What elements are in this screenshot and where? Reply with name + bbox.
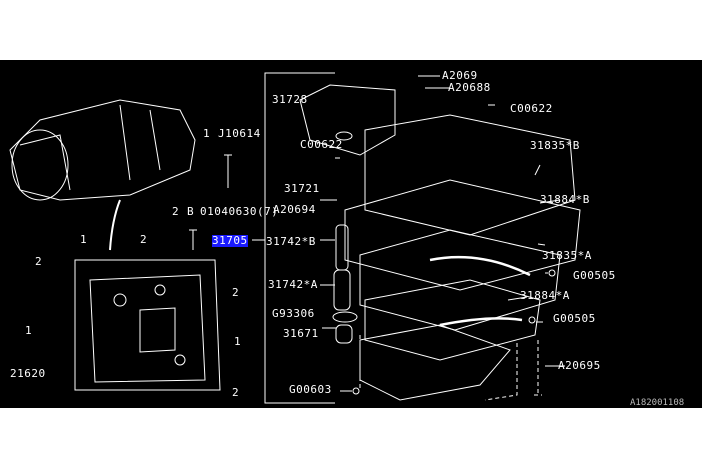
part-label-31835a[interactable]: 31835*A [542,249,592,262]
part-label-01040630[interactable]: 01040630(7) [200,205,279,218]
part-label-21620[interactable]: 21620 [10,367,46,380]
part-label-31742b[interactable]: 31742*B [266,235,316,248]
callout-circle-2e: 2 [232,386,240,399]
part-label-31884a[interactable]: 31884*A [520,289,570,302]
transmission-illustration [9,99,196,201]
part-label-j10614[interactable]: J10614 [218,127,261,140]
parts-diagram: 1 J10614 2 B 01040630(7) 31705 21620 317… [0,60,702,408]
part-label-c00622[interactable]: C00622 [510,102,553,115]
part-label-c00622-2[interactable]: C00622 [300,138,343,151]
spring-31742b [335,224,349,271]
figure-code: A182001108 [630,398,685,408]
callout-circle-1c: 1 [25,324,33,337]
valve-body-outline [74,259,221,391]
bolt-b-prefix: B [187,205,195,218]
part-label-31671[interactable]: 31671 [283,327,319,340]
callout-circle-2: 2 [172,205,180,218]
callout-circle-2b: 2 [140,233,148,246]
part-label-31705-selected[interactable]: 31705 [212,234,248,247]
callout-circle-1: 1 [203,127,211,140]
callout-circle-1d: 1 [234,335,242,348]
diagram-drawing [9,72,581,404]
part-label-a20695[interactable]: A20695 [558,359,601,372]
callout-circle-1b: 1 [80,233,88,246]
pointer-line [109,199,121,251]
part-label-31884b[interactable]: 31884*B [540,193,590,206]
part-label-a2069[interactable]: A2069 [442,69,478,82]
part-label-a20688[interactable]: A20688 [448,81,491,94]
part-label-31728[interactable]: 31728 [272,93,308,106]
part-label-g00603[interactable]: G00603 [289,383,332,396]
callout-circle-2c: 2 [35,255,43,268]
spring-31742a [333,269,351,311]
part-label-31721[interactable]: 31721 [284,182,320,195]
part-label-g00505-2[interactable]: G00505 [553,312,596,325]
part-label-g00505[interactable]: G00505 [573,269,616,282]
callout-circle-2d: 2 [232,286,240,299]
part-label-a20694[interactable]: A20694 [273,203,316,216]
part-label-g93306[interactable]: G93306 [272,307,315,320]
part-label-31742a[interactable]: 31742*A [268,278,318,291]
part-label-31835b[interactable]: 31835*B [530,139,580,152]
